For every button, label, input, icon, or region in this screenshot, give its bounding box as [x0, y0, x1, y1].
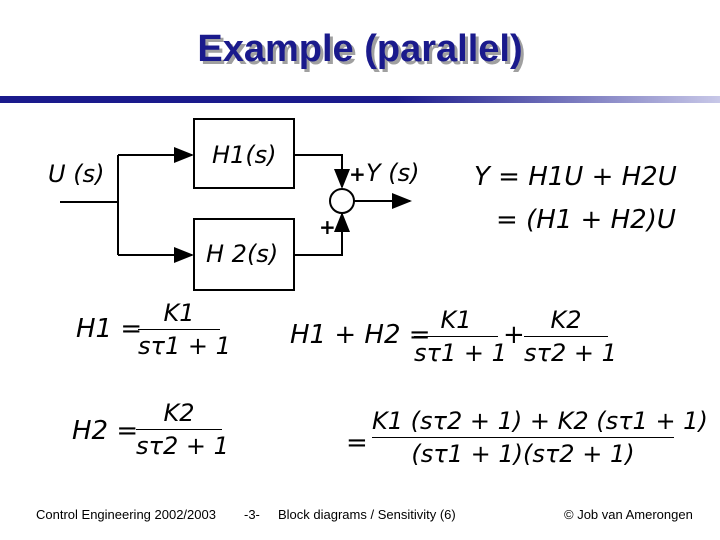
sum-lhs: H1 + H2 = [290, 320, 431, 350]
title-divider [0, 96, 720, 103]
block2-output-line [294, 212, 350, 256]
sum-term2-numerator: K2 [550, 306, 582, 334]
block-h2 [193, 218, 295, 291]
h2-lhs: H2 = [72, 416, 139, 446]
footer-page-number: -3- [244, 507, 260, 522]
input-label: U (s) [48, 160, 105, 188]
summing-junction [329, 188, 355, 214]
sum-term1-fraction: K1 sτ1 + 1 [414, 305, 507, 368]
sum-plus: + [503, 320, 525, 350]
block1-label: H1(s) [212, 141, 277, 169]
y-equation-line1: Y = H1U + H2U [474, 162, 677, 192]
h1-fraction: K1 sτ1 + 1 [138, 298, 231, 361]
footer-topic: Block diagrams / Sensitivity (6) [278, 507, 456, 522]
h1-denominator: sτ1 + 1 [138, 332, 231, 360]
sum-term2-denominator: sτ2 + 1 [524, 339, 617, 367]
combined-denominator: (sτ1 + 1)(sτ2 + 1) [411, 440, 635, 468]
output-label: Y (s) [366, 159, 420, 187]
sum-term1-denominator: sτ1 + 1 [414, 339, 507, 367]
sum-term1-numerator: K1 [440, 306, 472, 334]
sum-term2-fraction: K2 sτ2 + 1 [524, 305, 617, 368]
combined-fraction: K1 (sτ2 + 1) + K2 (sτ1 + 1) (sτ1 + 1)(sτ… [372, 406, 708, 469]
y-equation-line2: = (H1 + H2)U [496, 205, 676, 235]
combined-numerator: K1 (sτ2 + 1) + K2 (sτ1 + 1) [372, 407, 708, 435]
footer-course: Control Engineering 2002/2003 [36, 507, 216, 522]
block-h1 [193, 118, 295, 189]
block1-output-line [294, 154, 350, 189]
h2-denominator: sτ2 + 1 [136, 432, 229, 460]
slide-title: Example (parallel) [197, 28, 523, 70]
block2-label: H 2(s) [206, 240, 279, 268]
combined-equals: = [346, 428, 368, 458]
h2-numerator: K2 [163, 399, 195, 427]
h1-lhs: H1 = [76, 314, 143, 344]
sum-bottom-sign: + [319, 215, 336, 239]
footer-author: © Job van Amerongen [564, 507, 693, 522]
h1-numerator: K1 [163, 299, 195, 327]
sum-top-sign: + [349, 162, 366, 186]
h2-fraction: K2 sτ2 + 1 [136, 398, 229, 461]
